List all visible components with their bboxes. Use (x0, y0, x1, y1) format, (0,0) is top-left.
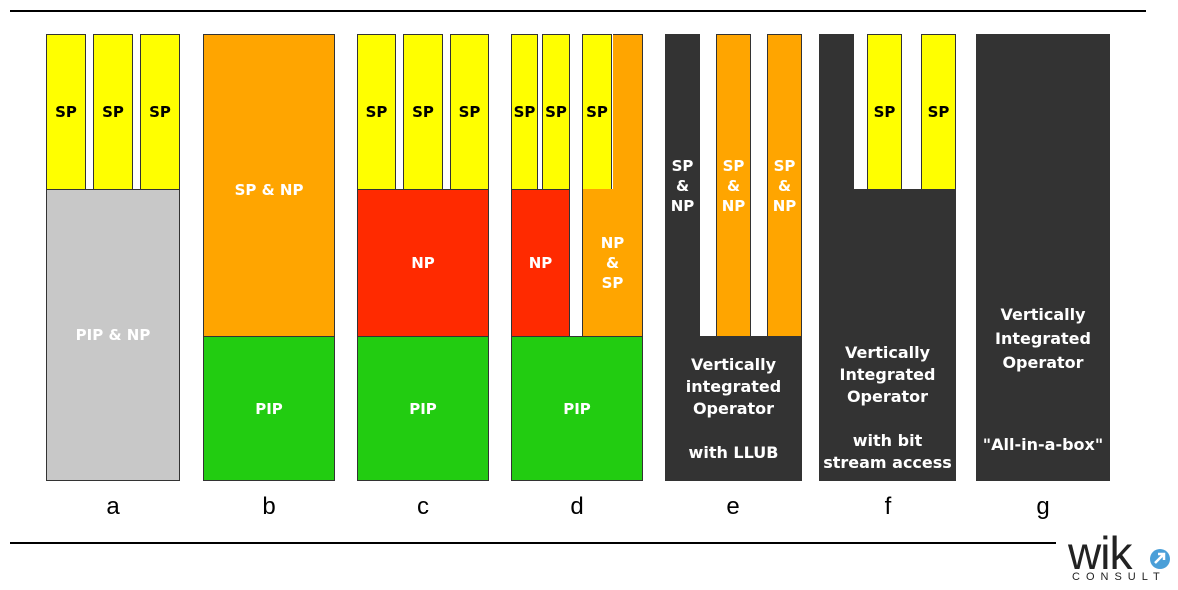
c-sp-2: SP (403, 34, 443, 190)
wik-logo-consult: CONSULT (1072, 571, 1166, 583)
label-d: d (570, 493, 584, 520)
c-pip-label: PIP (409, 399, 437, 418)
label-g: g (1036, 493, 1050, 520)
f-sp-1-label: SP (873, 103, 896, 121)
a-pip-np-label: PIP & NP (75, 326, 151, 344)
label-a: a (106, 493, 120, 520)
b-pip-label: PIP (255, 399, 283, 418)
b-sp-np-block: SP & NP (203, 34, 335, 337)
d-sp-2-label: SP (545, 103, 567, 121)
e-bar-3: SP & NP (767, 34, 802, 337)
d-np-sp-label: NP & SP (600, 233, 625, 292)
d-pip-label: PIP (563, 399, 591, 418)
c-sp-1-label: SP (365, 103, 388, 121)
b-sp-np-label: SP & NP (234, 181, 304, 199)
c-sp-1: SP (357, 34, 396, 190)
c-np-label: NP (411, 254, 435, 272)
a-pip-np-block: PIP & NP (46, 189, 180, 481)
label-f: f (884, 493, 892, 520)
f-sp-2-label: SP (927, 103, 950, 121)
e-bar-1-label: SP & NP (670, 156, 695, 215)
d-np-sp-block: NP & SP (582, 189, 643, 337)
d-sp-1-label: SP (513, 103, 536, 121)
e-bar-1: SP & NP (665, 34, 700, 337)
b-pip-block: PIP (203, 336, 335, 481)
f-integrated-label: Vertically Integrated Operator with bit … (823, 343, 952, 472)
d-np-block: NP (511, 189, 570, 337)
d-np-label: NP (528, 254, 553, 272)
c-sp-3-label: SP (458, 103, 481, 121)
logo-arrow-icon (1150, 549, 1170, 569)
d-sp-3-label: SP (586, 103, 608, 121)
d-sp-3: SP (582, 34, 612, 190)
a-sp-2-label: SP (102, 103, 124, 121)
d-sp-1: SP (511, 34, 538, 190)
wik-logo: wik (1068, 527, 1132, 579)
f-sp-1: SP (867, 34, 902, 190)
label-b: b (262, 493, 276, 520)
d-pip-block: PIP (511, 336, 643, 481)
a-sp-3: SP (140, 34, 180, 190)
g-integrated-block: Vertically Integrated Operator "All-in-a… (976, 34, 1110, 481)
bottom-rule (10, 542, 1056, 544)
g-all-in-a-box-label: "All-in-a-box" (982, 435, 1104, 454)
label-c: c (417, 493, 429, 520)
c-sp-3: SP (450, 34, 489, 190)
g-integrated-label: Vertically Integrated Operator (995, 305, 1091, 372)
label-e: e (726, 493, 740, 520)
a-sp-1-label: SP (55, 103, 77, 121)
a-sp-2: SP (93, 34, 133, 190)
top-rule (10, 10, 1146, 12)
f-integrated-block: Vertically Integrated Operator with bit … (819, 189, 956, 481)
e-integrated-block: Vertically integrated Operator with LLUB (665, 336, 802, 481)
d-sp-np-bar (613, 34, 643, 190)
c-sp-2-label: SP (412, 103, 434, 121)
c-np-block: NP (357, 189, 489, 337)
a-sp-1: SP (46, 34, 86, 190)
a-sp-3-label: SP (149, 103, 171, 121)
f-dark-bar (819, 34, 854, 190)
e-bar-2: SP & NP (716, 34, 751, 337)
f-sp-2: SP (921, 34, 956, 190)
e-integrated-label: Vertically integrated Operator with LLUB (685, 354, 782, 462)
e-bar-2-label: SP & NP (721, 156, 746, 215)
d-sp-2: SP (542, 34, 570, 190)
c-pip-block: PIP (357, 336, 489, 481)
e-bar-3-label: SP & NP (772, 156, 797, 215)
